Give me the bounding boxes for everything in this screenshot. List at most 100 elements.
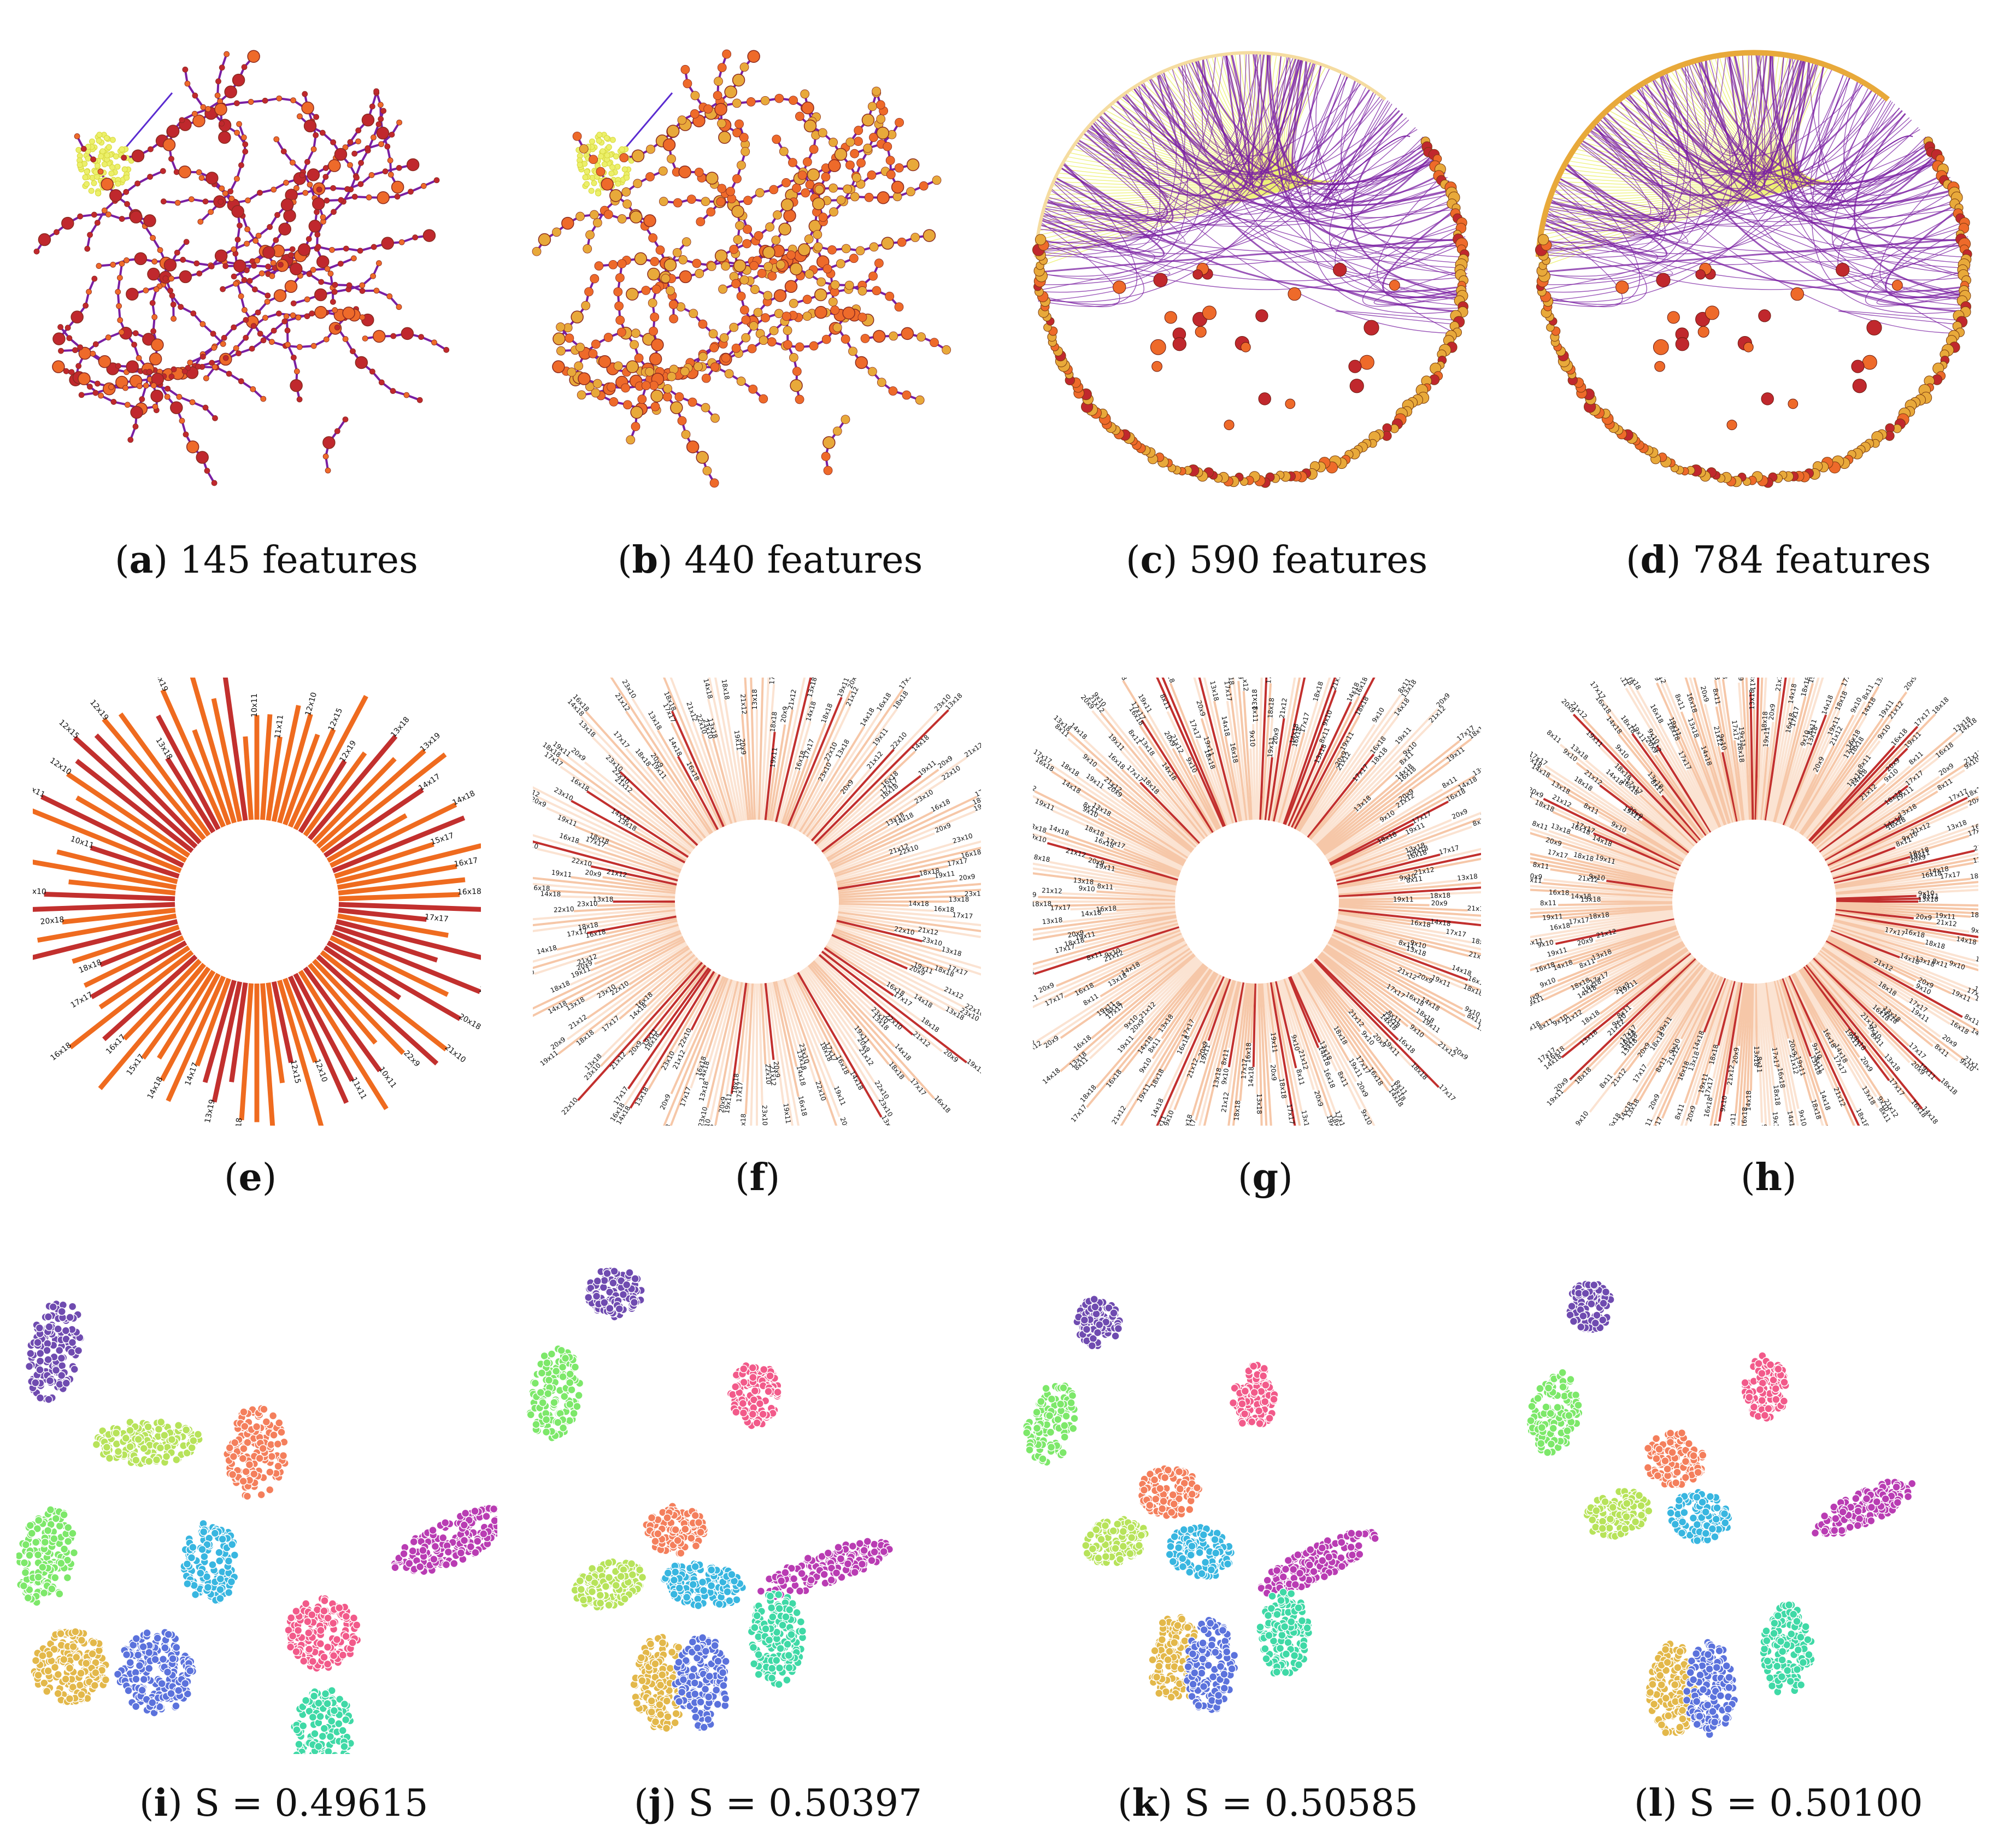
tree-node [115, 363, 121, 369]
hub-node [619, 146, 625, 152]
chord-edge [1054, 140, 1426, 225]
tree-node [743, 225, 752, 234]
radial-label: 12x15 [289, 1059, 302, 1084]
tree-node [869, 242, 879, 252]
radial-bar [586, 947, 690, 1020]
radial-bar [1162, 975, 1223, 1101]
radial-bar [838, 904, 935, 912]
radial-bar [827, 825, 889, 862]
cluster-point [36, 1349, 45, 1358]
tree-node [886, 170, 896, 179]
radial-bar [624, 969, 713, 1106]
tree-node [359, 314, 366, 321]
chord-edge [1651, 77, 1968, 242]
chord-edge [1545, 213, 1966, 252]
hub-node [96, 137, 102, 144]
cluster-point [215, 1556, 224, 1565]
tree-node [351, 150, 358, 157]
radial-bar [1166, 711, 1223, 828]
tree-node [650, 389, 663, 403]
radial-bar [603, 846, 680, 875]
hub-link [625, 92, 673, 148]
tree-node [733, 235, 743, 244]
radial-bar [793, 974, 837, 1058]
radial-bar [1325, 944, 1406, 997]
radial-bar [1652, 975, 1721, 1120]
radial-bar [705, 979, 733, 1058]
radial-bar [822, 768, 939, 855]
radial-bar [1530, 913, 1674, 938]
tree-node [631, 149, 645, 162]
tree-node [179, 270, 192, 284]
radial-bar [1614, 863, 1676, 882]
tree-node [247, 50, 260, 63]
radial-bar [1338, 902, 1430, 907]
chord-edge [1543, 176, 1668, 257]
radial-bar [766, 767, 776, 821]
radial-bar [1811, 748, 1908, 845]
chord-edge [1086, 128, 1466, 296]
tree-node [302, 91, 308, 97]
radial-bar [828, 825, 897, 864]
radial-bar [1311, 962, 1384, 1043]
tree-node [325, 467, 331, 474]
tree-node [594, 261, 604, 271]
tree-node [316, 186, 322, 193]
chord-edge [1539, 221, 1623, 308]
tree-node [577, 390, 586, 400]
tree-node [695, 269, 704, 278]
tree-node [304, 313, 310, 320]
tree-node [192, 114, 205, 127]
tree-node [885, 291, 895, 301]
radial-bar [730, 982, 748, 1094]
radial-bar [1819, 950, 1965, 1061]
radial-bar [1337, 874, 1415, 889]
cluster-point [224, 1557, 233, 1565]
radial-bar [1049, 763, 1190, 857]
radial-bar [1166, 976, 1226, 1116]
tree-node [588, 349, 598, 358]
radial-label: 21x12 [857, 1046, 875, 1067]
radial-label: 19x11 [768, 747, 779, 768]
radial-bar [631, 698, 715, 833]
tree-node [677, 416, 687, 426]
radial-label: 19x11 [782, 1103, 792, 1124]
tree-node [233, 345, 239, 351]
cluster-point [89, 1638, 98, 1647]
tree-node [844, 280, 854, 290]
radial-bar [838, 879, 958, 894]
radial-label: 18x18 [769, 711, 779, 733]
radial-bar [725, 982, 745, 1096]
radial-bar [1764, 982, 1779, 1069]
radial-bar [1333, 826, 1473, 876]
tree-node [713, 91, 722, 101]
tree-node [222, 263, 229, 269]
tree-node [714, 76, 723, 86]
tree-node [119, 216, 125, 222]
radial-bar [1778, 979, 1829, 1126]
tree-node [828, 138, 838, 147]
radial-label: 9x10 [1719, 1095, 1729, 1113]
tree-node [571, 310, 584, 323]
radial-bar [1304, 697, 1406, 836]
radial-bar [741, 756, 750, 821]
radial-label: 21x12 [1297, 1049, 1310, 1070]
hub-node [113, 153, 119, 160]
hub-node [582, 174, 589, 181]
radial-bar [1589, 910, 1673, 923]
tree-node [698, 319, 708, 329]
chord-edge [1674, 67, 1866, 157]
radial-label: 17x17 [1223, 680, 1233, 702]
tree-node [219, 120, 225, 127]
cluster-point [43, 1526, 52, 1535]
cluster-point [81, 1659, 91, 1668]
radial-bar [1836, 897, 1921, 902]
radial-label: 9x10 [1081, 752, 1098, 769]
radial-bar [1834, 857, 1978, 887]
radial-bar [1300, 970, 1357, 1058]
radial-bar [1144, 960, 1202, 1021]
chord-edge [1114, 99, 1458, 229]
radial-bar [706, 981, 739, 1108]
radial-bar [1335, 926, 1407, 951]
tree-node [843, 184, 852, 194]
